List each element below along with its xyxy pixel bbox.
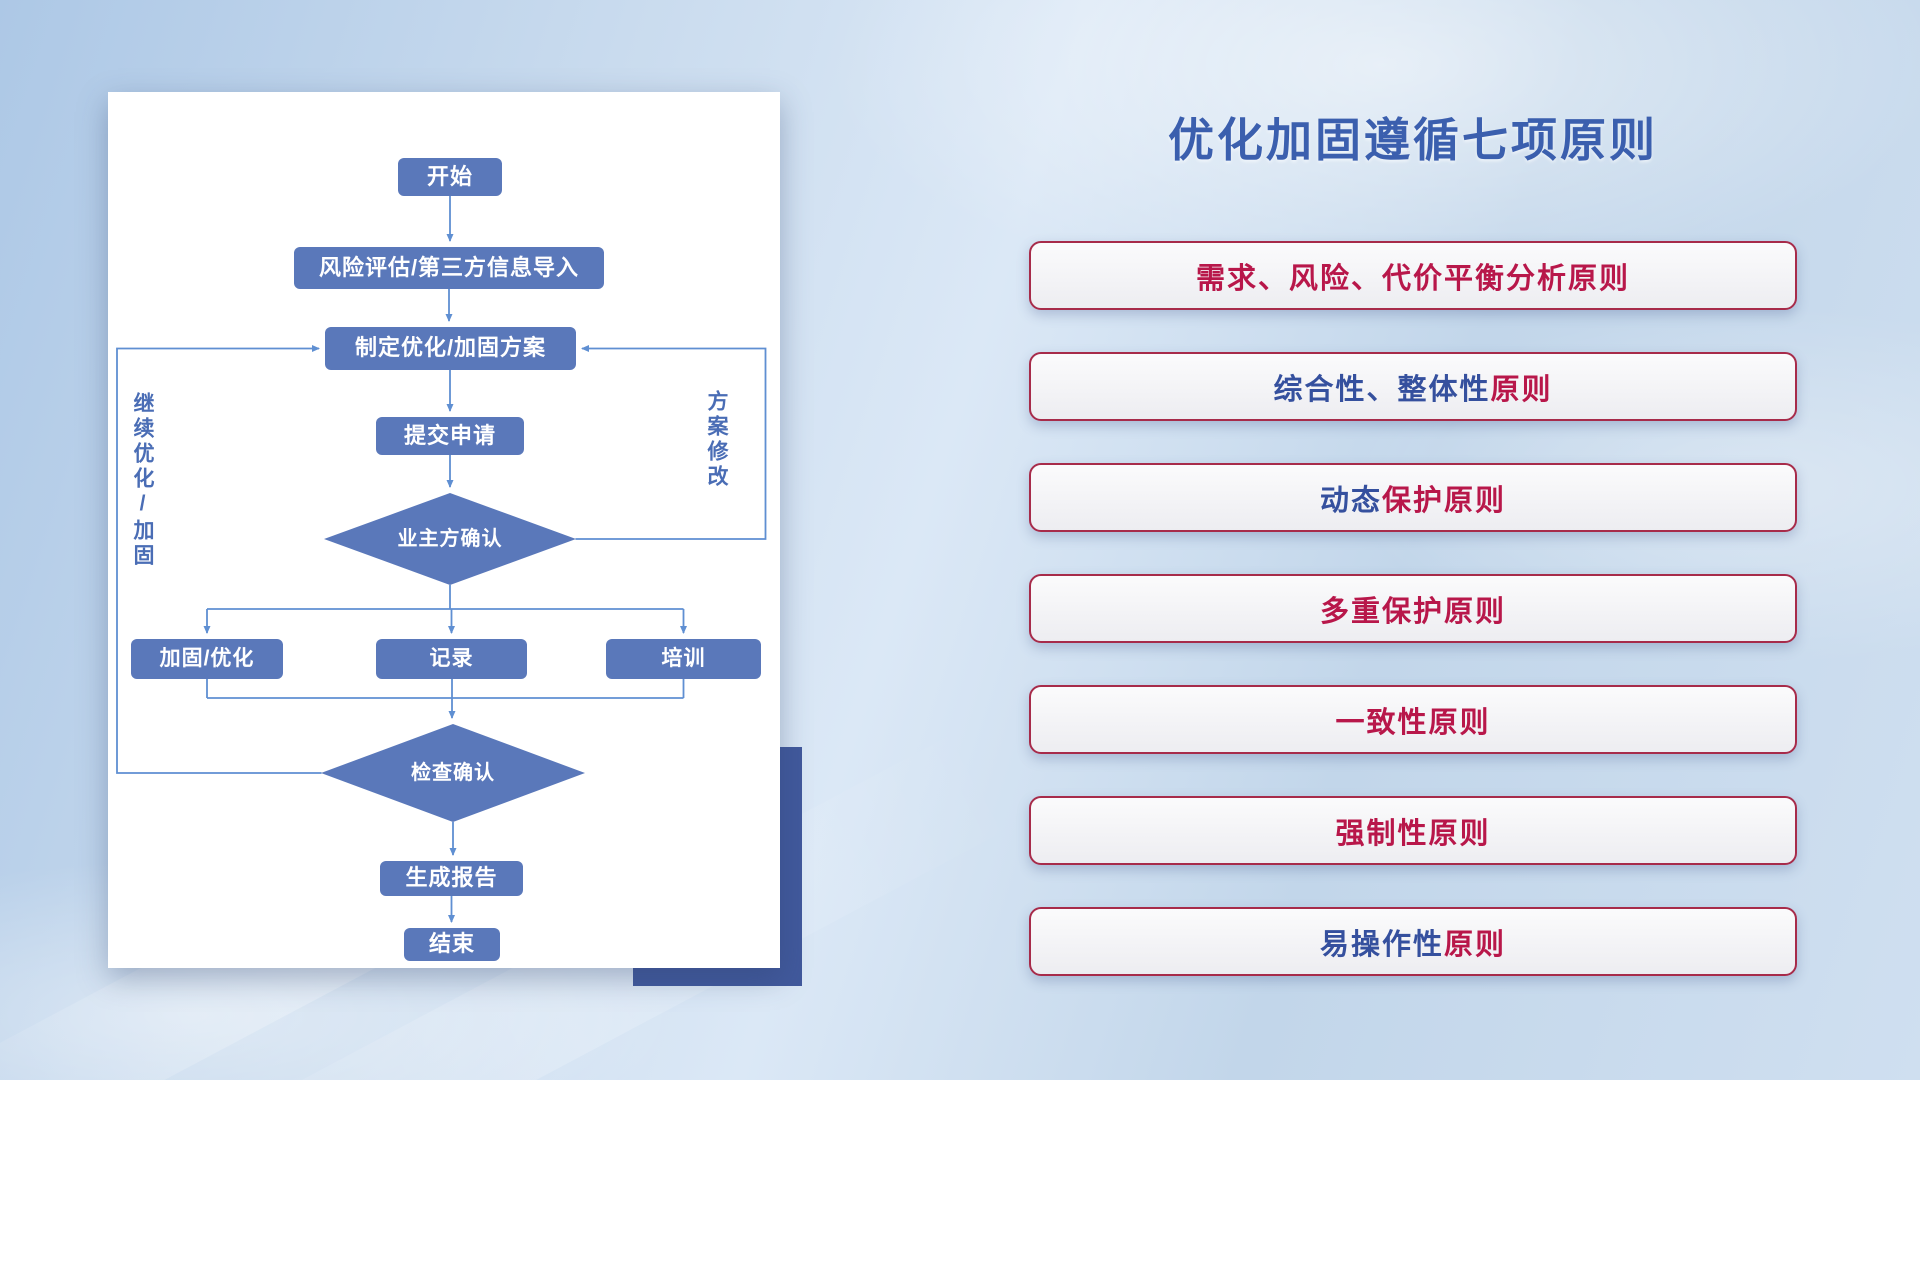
principles-list: 需求、风险、代价平衡分析原则综合性、整体性原则动态保护原则多重保护原则一致性原则…: [1029, 241, 1797, 976]
edge-label-plan-modify: 方案修改: [705, 390, 728, 490]
edge-label-continue-optimize: 继续优化/加固: [131, 392, 154, 569]
principle-text: 多重保护原则: [1319, 595, 1506, 628]
principle-text: 需求、风险、代价平衡分析原则: [1195, 262, 1630, 295]
principle-pill: 强制性原则: [1029, 796, 1797, 865]
principle-pill: 综合性、整体性原则: [1029, 352, 1797, 421]
principle-pill: 需求、风险、代价平衡分析原则: [1029, 241, 1797, 310]
principle-pill: 多重保护原则: [1029, 574, 1797, 643]
flow-node-end: 结束: [404, 928, 500, 961]
principle-text: 易操作性: [1319, 928, 1444, 961]
principle-text: 强制性原则: [1335, 817, 1491, 850]
principle-text: 原则: [1444, 928, 1507, 961]
principle-text: 保护原则: [1382, 484, 1507, 517]
flow-node-training: 培训: [606, 639, 761, 679]
principle-text: 原则: [1490, 373, 1553, 406]
panel-title: 优化加固遵循七项原则: [1168, 114, 1658, 166]
principle-pill: 易操作性原则: [1029, 907, 1797, 976]
principle-text: 一致性原则: [1335, 706, 1491, 739]
flow-node-report: 生成报告: [380, 861, 523, 896]
principle-text: 动态: [1319, 484, 1382, 517]
flow-node-start: 开始: [398, 158, 502, 196]
flowchart-card: 开始 风险评估/第三方信息导入 制定优化/加固方案 提交申请 业主方确认 加固/…: [108, 92, 780, 968]
principle-pill: 一致性原则: [1029, 685, 1797, 754]
flow-node-record: 记录: [376, 639, 527, 679]
principle-text: 综合性、整体性: [1273, 373, 1491, 406]
flow-node-risk-import: 风险评估/第三方信息导入: [294, 247, 604, 289]
flow-node-submit: 提交申请: [376, 417, 524, 455]
flow-node-make-plan: 制定优化/加固方案: [325, 327, 576, 370]
flow-node-reinforce: 加固/优化: [131, 639, 283, 679]
principle-pill: 动态保护原则: [1029, 463, 1797, 532]
